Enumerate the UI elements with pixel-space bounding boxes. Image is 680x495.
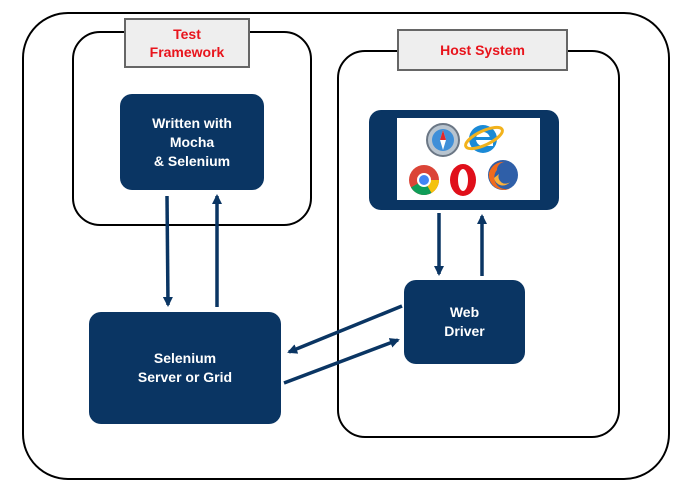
selenium-server-node: Selenium Server or Grid [89, 312, 281, 424]
webdriver-node: Web Driver [404, 280, 525, 364]
firefox-icon [488, 160, 518, 190]
browser-icons-area [397, 118, 540, 200]
safari-icon [426, 123, 460, 157]
arrow-framework-to-server [162, 195, 173, 307]
internet-explorer-icon [464, 125, 504, 153]
test-framework-tab: Test Framework [124, 18, 250, 68]
outer-container [22, 12, 670, 480]
opera-icon [450, 164, 476, 196]
mocha-selenium-node: Written with Mocha & Selenium [120, 94, 264, 190]
chrome-icon [409, 165, 439, 196]
host-system-tab: Host System [397, 29, 568, 71]
arrow-webdriver-to-server [287, 304, 403, 354]
browser-icons [409, 123, 518, 196]
arrow-server-to-webdriver [283, 338, 400, 385]
